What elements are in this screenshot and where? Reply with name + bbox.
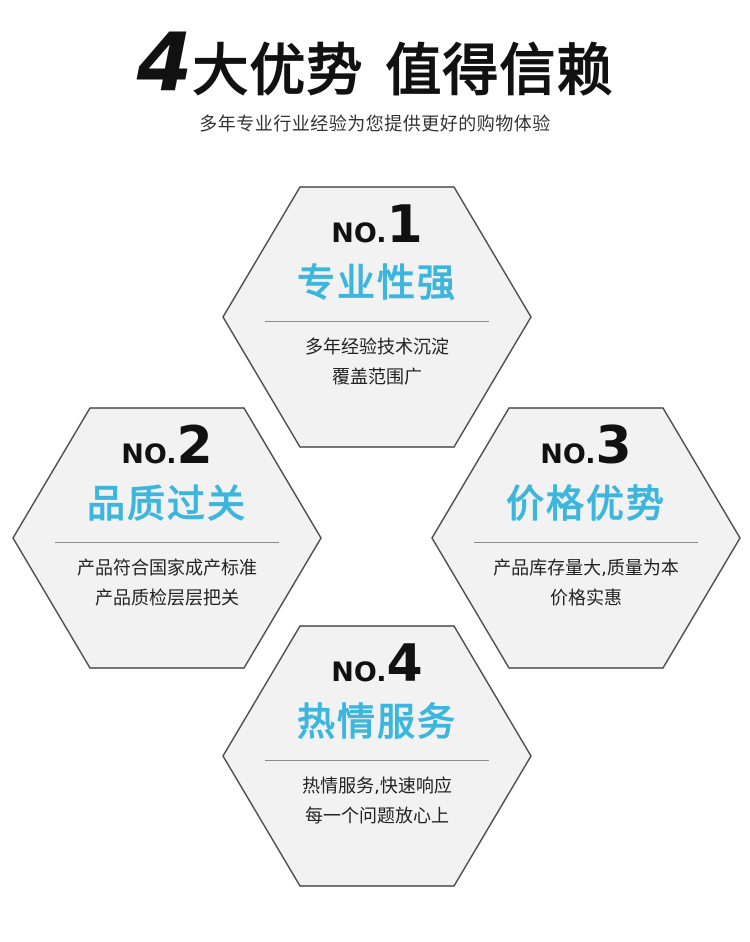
card-divider (474, 542, 698, 543)
card-description-line-1: 产品符合国家成产标准 (77, 558, 257, 579)
card-description-line-2: 覆盖范围广 (332, 367, 422, 388)
hexagon-4 (222, 625, 532, 887)
card-number-value: 1 (386, 195, 423, 255)
card-description: 热情服务,快速响应 每一个问题放心上 (227, 772, 527, 832)
card-divider (265, 321, 489, 322)
card-number-prefix: NO. (331, 218, 387, 249)
page-headline: 4大优势值得信赖 (0, 18, 750, 117)
card-number-value: 3 (595, 416, 632, 476)
headline-part1: 大优势 (192, 39, 364, 104)
headline-part2: 值得信赖 (385, 39, 614, 104)
card-title: 价格优势 (505, 482, 666, 526)
card-description: 产品符合国家成产标准 产品质检层层把关 (17, 554, 317, 614)
card-title: 热情服务 (296, 700, 457, 744)
card-divider (55, 542, 279, 543)
card-description: 多年经验技术沉淀 覆盖范围广 (227, 333, 527, 393)
card-number-prefix: NO. (121, 439, 177, 470)
card-number-label: NO.4 (227, 636, 527, 692)
hexagon-1 (222, 186, 532, 448)
card-description-line-2: 每一个问题放心上 (305, 806, 449, 827)
card-number-label: NO.2 (17, 418, 317, 474)
card-title: 品质过关 (86, 482, 247, 526)
card-description-line-1: 多年经验技术沉淀 (305, 337, 449, 358)
hexagon-2 (12, 407, 322, 669)
card-number-label: NO.1 (227, 197, 527, 253)
card-number-label: NO.3 (436, 418, 736, 474)
headline-number: 4 (136, 16, 193, 109)
card-description-line-2: 产品质检层层把关 (95, 588, 239, 609)
card-description: 产品库存量大,质量为本 价格实惠 (436, 554, 736, 614)
hexagon-3 (431, 407, 741, 669)
card-description-line-1: 产品库存量大,质量为本 (493, 558, 679, 579)
card-number-prefix: NO. (540, 439, 596, 470)
card-description-line-2: 价格实惠 (550, 588, 622, 609)
card-number-value: 4 (386, 634, 423, 694)
card-divider (265, 760, 489, 761)
card-title: 专业性强 (296, 261, 457, 305)
page-subtitle: 多年专业行业经验为您提供更好的购物体验 (199, 114, 551, 135)
card-number-prefix: NO. (331, 657, 387, 688)
card-description-line-1: 热情服务,快速响应 (302, 776, 452, 797)
card-number-value: 2 (176, 416, 213, 476)
